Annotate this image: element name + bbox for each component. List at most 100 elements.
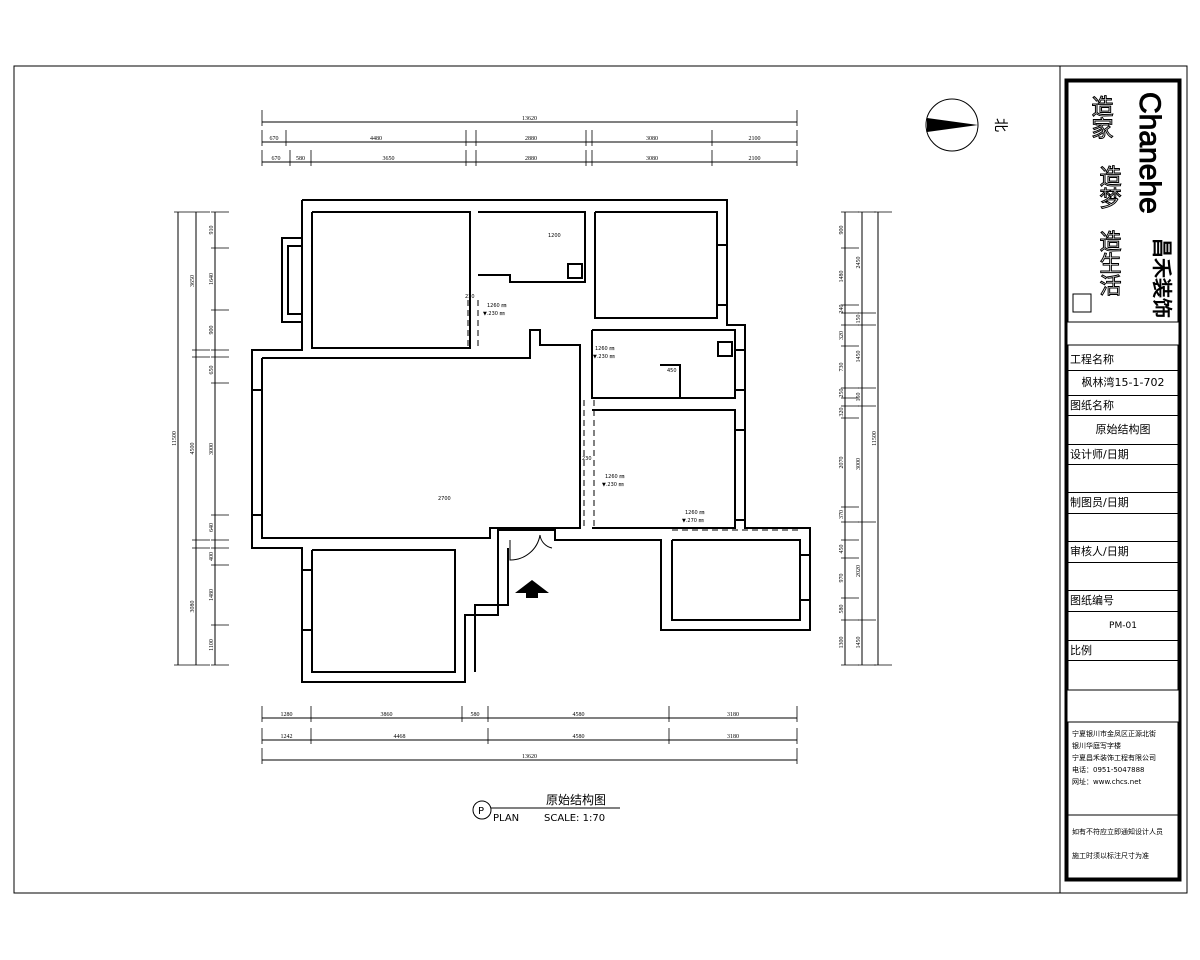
bedroom-bottom-left [311,549,456,673]
company-address-1: 宁夏银川市金凤区正源北街 [1072,730,1156,738]
dim-right-row1-label: 320 [839,331,845,340]
svg-text:1260 ㎜: 1260 ㎜ [595,346,614,352]
info-box [1067,344,1179,691]
dim-right-row2-label: 150 [856,315,862,324]
dim-top-total-label: 13620 [522,116,537,122]
dim-right-row1-label: 900 [839,226,845,235]
plan-caption: P 原始结构图 PLAN SCALE: 1:70 [472,792,620,824]
flue [717,341,733,357]
dim-right-row2-label: 2020 [856,565,862,577]
dim-right-row1-label: 2070 [839,457,845,469]
dimension-lines: 13620 670 4480 2880 3080 2100 670 580 3650 2880 30… [172,110,892,764]
pantry [660,364,681,398]
dim-left-row2-label: 1480 [209,589,215,601]
entry [474,548,509,672]
dim-top-row2-label: 2100 [749,156,761,162]
dim-right-row2-label: 3000 [856,458,862,470]
svg-text:230: 230 [582,456,592,462]
dim-bottom-total-label: 13620 [522,754,537,760]
window [734,349,746,391]
dim-left-row2-label: 400 [209,552,215,561]
dim-left-row1-label: 3650 [190,275,196,287]
dim-left-row2-label: 1100 [209,639,215,651]
dim-top-row1-label: 2880 [525,136,537,142]
svg-text:1260 ㎜: 1260 ㎜ [487,303,506,309]
company-info: 宁夏银川市金凤区正源北街 银川华庭写字楼 宁夏昌禾装饰工程有限公司 电话：095… [1072,728,1156,788]
dim-left-row2-label: 910 [209,226,215,235]
floor-plan [251,199,811,683]
dim-bottom-row1-label: 4580 [573,712,585,718]
dim-right-row1-label: 970 [839,574,845,583]
svg-text:造梦: 造梦 [1096,165,1122,209]
flue [567,263,583,279]
bathroom-top [478,211,586,283]
svg-text:造家: 造家 [1088,95,1113,139]
company-address-2: 银川华庭写字楼 [1072,742,1121,750]
balcony [671,539,801,621]
dim-right-row1-label: 450 [839,545,845,554]
designer-label: 设计师/日期 [1068,445,1178,465]
bedroom-top-left [311,211,471,349]
dim-bottom-row1-label: 1280 [281,712,293,718]
dim-top-row2-label: 2880 [525,156,537,162]
window-bay [281,237,303,323]
svg-text:P: P [478,806,484,817]
svg-text:450: 450 [667,368,677,374]
dim-bottom-row2-label: 3180 [727,734,739,740]
dim-top-row1-label: 4480 [370,136,382,142]
outer-wall [251,199,811,683]
project-name-label: 工程名称 [1068,349,1178,371]
scale-label: 比例 [1068,641,1178,661]
living-room [261,329,581,539]
drawing-no-label: 图纸编号 [1068,591,1178,612]
company-name: 宁夏昌禾装饰工程有限公司 [1072,754,1156,762]
dim-right-row1-label: 250 [839,389,845,398]
svg-text:昌禾装饰: 昌禾装饰 [1150,238,1174,318]
svg-text:SCALE: 1:70: SCALE: 1:70 [544,813,605,824]
dim-right-row2-label: 2450 [856,257,862,269]
drawing-name-label: 图纸名称 [1068,396,1178,416]
dim-right-row1-label: 370 [839,510,845,519]
title-block-info: 工程名称 枫林湾15-1-702 图纸名称 原始结构图 设计师/日期 制图员/日… [1068,347,1178,689]
project-name-value: 枫林湾15-1-702 [1068,371,1178,396]
window [734,429,746,521]
drawing-name-value: 原始结构图 [1068,416,1178,445]
company-web: 网址：www.chcs.net [1072,778,1142,786]
dim-right-row2-label: 1450 [856,637,862,649]
svg-text:▼.230 ㎜: ▼.230 ㎜ [483,311,505,317]
dim-right-row1-label: 1480 [839,271,845,283]
company-logo: Chanehe 昌禾装饰 造家 造梦 造生活 [1072,92,1174,318]
svg-text:2700: 2700 [438,496,451,502]
dim-right-row1-label: 1300 [839,637,845,649]
dim-top-row2-label: 580 [296,156,305,162]
svg-text:1200: 1200 [548,233,561,239]
svg-text:造生活: 造生活 [1096,230,1122,296]
note-2: 施工时须以标注尺寸为准 [1072,852,1149,860]
dim-top-row2-label: 670 [272,156,281,162]
svg-text:原始结构图: 原始结构图 [546,792,606,807]
svg-text:▼.270 ㎜: ▼.270 ㎜ [682,518,704,524]
dim-bottom-row1-label: 3860 [381,712,393,718]
bedroom-right [592,409,736,529]
dim-left-row1-label: 4500 [190,443,196,455]
dim-right-row1-label: 320 [839,408,845,417]
window [301,569,313,631]
svg-text:北: 北 [992,118,1008,132]
svg-text:▼.230 ㎜: ▼.230 ㎜ [602,482,624,488]
dim-right-row2-label: 1450 [856,351,862,363]
company-notes: 如有不符应立即通知设计人员 施工时须以标注尺寸为准 [1072,820,1163,868]
dim-right-row2-label: 150 [856,393,862,402]
dim-left-total-label: 11500 [172,431,178,446]
dim-top-row2-label: 3080 [646,156,658,162]
dim-left-row2-label: 640 [209,523,215,532]
dim-bottom-row2-label: 4580 [573,734,585,740]
note-1: 如有不符应立即通知设计人员 [1072,828,1163,836]
entry-door-swing [509,534,541,561]
title-block-frame [1064,78,1182,882]
dim-left-row2-label: 650 [209,366,215,375]
window [716,244,728,306]
company-phone: 电话：0951-5047888 [1072,766,1145,774]
svg-text:PLAN: PLAN [493,813,519,824]
dim-top-row1-label: 670 [270,136,279,142]
